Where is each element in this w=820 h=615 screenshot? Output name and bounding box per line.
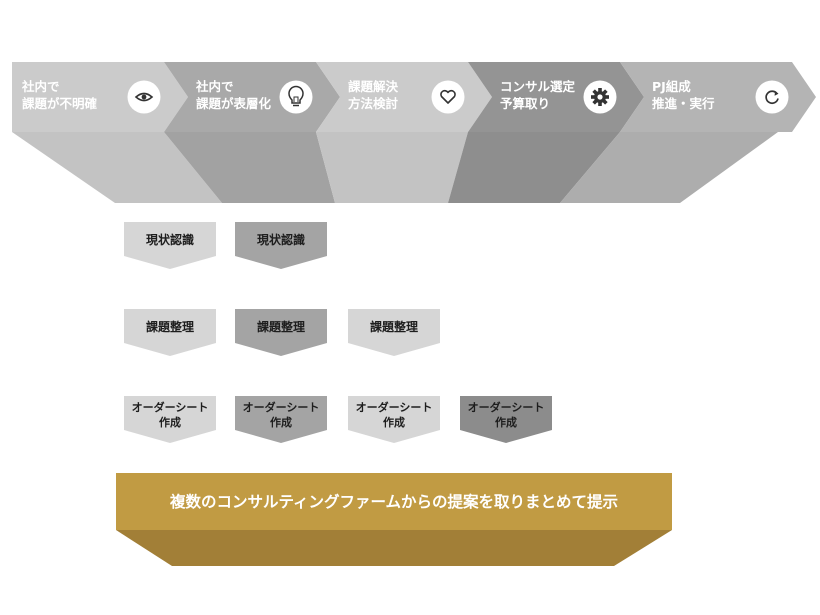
task-label-line1: オーダーシート [132, 400, 209, 414]
task-label: 現状認識 [146, 232, 194, 247]
stage-chevrons: 社内で課題が不明確社内で課題が表層化課題解決方法検討コンサル選定予算取りPJ組成… [12, 62, 816, 203]
stage-label-line2: 課題が不明確 [22, 96, 98, 111]
stage-chevron-shape [316, 62, 492, 132]
stage-label-line2: 推進・実行 [652, 96, 715, 111]
summary-banner: 複数のコンサルティングファームからの提案を取りまとめて提示 [116, 473, 672, 566]
funnel-panel-s2 [164, 132, 335, 203]
task-chevron-shape [235, 222, 327, 269]
task-chevron-shape [124, 309, 216, 356]
task-label-line1: オーダーシート [243, 400, 320, 414]
task-kadai-2: 課題整理 [348, 309, 440, 356]
task-chevron-shape [235, 309, 327, 356]
task-label-line1: オーダーシート [356, 400, 433, 414]
task-label: 課題整理 [257, 319, 305, 334]
stage-chevron-shape [12, 62, 188, 132]
task-label: 現状認識 [257, 232, 305, 247]
banner-box [116, 473, 672, 530]
task-chevron-shape [124, 396, 216, 443]
stage-label-line2: 方法検討 [348, 96, 399, 111]
eye-icon [127, 80, 161, 114]
funnel-panel-s5 [560, 132, 778, 203]
banner-label: 複数のコンサルティングファームからの提案を取りまとめて提示 [169, 492, 618, 511]
task-label-line2: 作成 [270, 415, 292, 429]
task-kadai-1: 課題整理 [235, 309, 327, 356]
task-chevron-shape [124, 222, 216, 269]
funnel-panel-s4 [448, 132, 620, 203]
task-label-line2: 作成 [159, 415, 181, 429]
task-label: 課題整理 [370, 319, 418, 334]
task-label-line2: 作成 [383, 415, 405, 429]
task-chevron-shape [348, 309, 440, 356]
heart-icon [431, 80, 465, 114]
lightbulb-icon [279, 80, 313, 114]
stage-chevron-shape [620, 62, 816, 132]
stage-label-line1: 社内で [21, 79, 60, 94]
stage-chevron-shape [468, 62, 644, 132]
stage-label-line2: 予算取り [500, 96, 550, 111]
refresh-icon [755, 80, 789, 114]
task-chevrons: 現状認識現状認識課題整理課題整理課題整理オーダーシート作成オーダーシート作成オー… [124, 222, 552, 443]
stage-label-line1: PJ組成 [652, 79, 691, 94]
task-label-line1: オーダーシート [468, 400, 545, 414]
stage-label-line2: 課題が表層化 [196, 96, 272, 111]
task-chevron-shape [235, 396, 327, 443]
stage-label-line1: 社内で [195, 79, 234, 94]
task-chevron-shape [348, 396, 440, 443]
task-genjo-1: 現状認識 [235, 222, 327, 269]
gear-icon [583, 80, 617, 114]
task-kadai-0: 課題整理 [124, 309, 216, 356]
funnel-panel-s1 [12, 132, 222, 203]
task-genjo-0: 現状認識 [124, 222, 216, 269]
funnel-panel-s3 [316, 132, 468, 203]
banner-shadow [116, 530, 672, 566]
task-label-line2: 作成 [495, 415, 517, 429]
task-chevron-shape [460, 396, 552, 443]
stage-chevron-shape [164, 62, 340, 132]
stage-label-line1: コンサル選定 [500, 79, 576, 94]
task-label: 課題整理 [146, 319, 194, 334]
stage-label-line1: 課題解決 [348, 79, 399, 94]
